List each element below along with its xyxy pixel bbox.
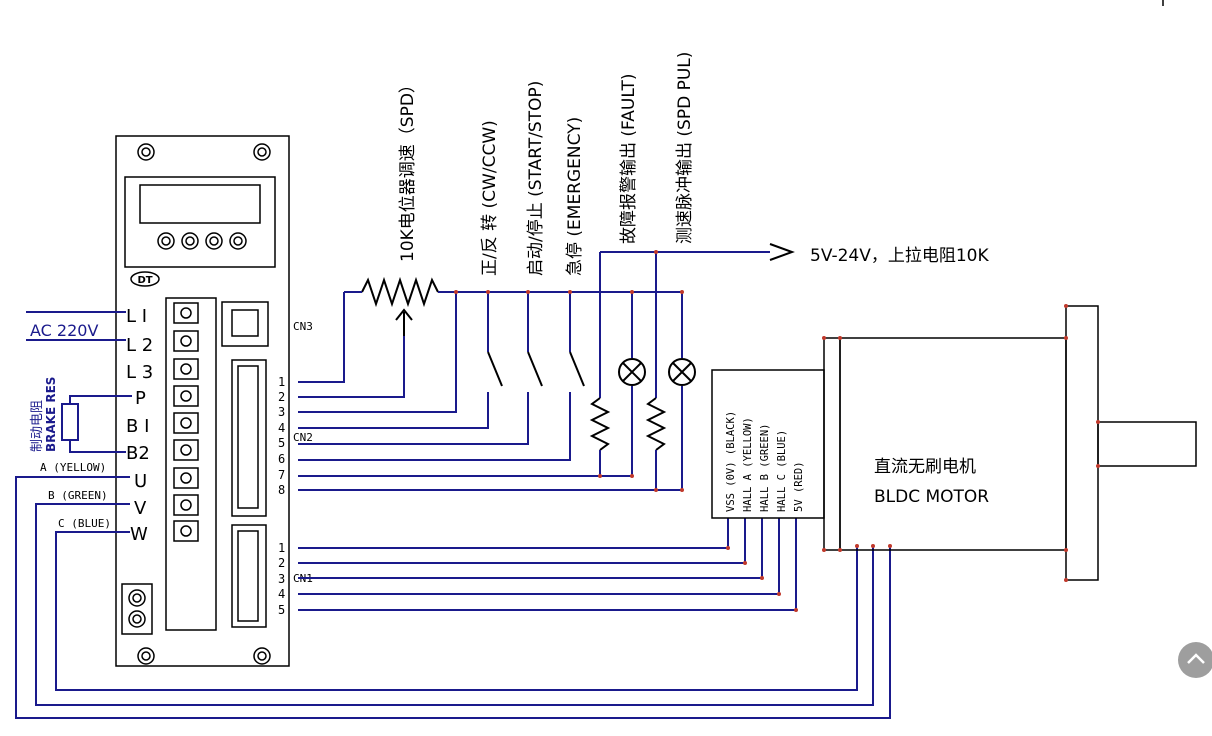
hall-label-1: VSS (0V) (BLACK) <box>725 411 737 512</box>
junction-nodes <box>454 250 1100 612</box>
driver-unit: DT <box>115 135 290 667</box>
hall-label-2: HALL A (YELLOW) <box>742 417 754 512</box>
cn2-label: CN2 <box>293 431 313 444</box>
fault-lamp <box>618 292 646 476</box>
motor-name-en: BLDC MOTOR <box>874 487 989 507</box>
cn2-pin-1: 1 <box>278 375 285 389</box>
cn1-pin-1: 1 <box>278 541 285 555</box>
phase-w-label: C (BLUE) <box>58 517 111 530</box>
label-spd: 10K电位器调速（SPD） <box>398 76 418 262</box>
label-start: 启动/停止 (START/STOP) <box>526 81 546 276</box>
speed-pulse-lamp <box>668 292 696 490</box>
cn2-pin-7: 7 <box>278 468 285 482</box>
label-emg: 急停 (EMERGENCY) <box>565 117 585 276</box>
bldc-motor <box>823 305 1197 581</box>
signal-labels: 10K电位器调速（SPD） 正/反 转 (CW/CCW) 启动/停止 (STAR… <box>398 52 695 276</box>
terminal-u: U <box>134 471 147 492</box>
cn2-pin-numbers: 123 45 6 78 <box>278 375 285 497</box>
switch-direction <box>298 292 503 429</box>
cn1-pin-3: 3 <box>278 572 285 586</box>
terminal-w: W <box>130 524 148 545</box>
cn2-pin-4: 4 <box>278 421 285 435</box>
brake-res-label-cn: 制动电阻 <box>30 400 45 452</box>
terminal-l3: L 3 <box>126 362 153 383</box>
cn2-pin-8: 8 <box>278 483 285 497</box>
phase-u-label: A (YELLOW) <box>40 461 106 474</box>
brake-resistor <box>61 403 79 441</box>
hall-labels: VSS (0V) (BLACK) HALL A (YELLOW) HALL B (G… <box>725 411 805 512</box>
terminal-labels: L I L 2 L 3 P B I B2 U V W <box>126 306 153 545</box>
brake-res-label-en: BRAKE RES <box>44 377 58 452</box>
label-dir: 正/反 转 (CW/CCW) <box>480 120 500 276</box>
hall-label-4: HALL C (BLUE) <box>776 430 788 512</box>
cn2-pin-5: 5 <box>278 436 285 450</box>
switch-start <box>298 292 543 445</box>
cn1-pin-5: 5 <box>278 603 285 617</box>
cn2-pin-3: 3 <box>278 405 285 419</box>
keypad-buttons <box>157 232 247 250</box>
switch-emergency <box>298 292 585 461</box>
potentiometer <box>344 276 456 336</box>
cn1-pin-2: 2 <box>278 556 285 570</box>
ac-supply-label: AC 220V <box>30 321 98 340</box>
cn2-pin-6: 6 <box>278 452 285 466</box>
chevron-up-icon <box>1187 653 1205 664</box>
pullup-label: 5V-24V，上拉电阻10K <box>810 246 989 266</box>
label-spdpul: 测速脉冲输出 (SPD PUL) <box>675 52 695 244</box>
motor-name-cn: 直流无刷电机 <box>874 457 976 477</box>
driver-logo: DT <box>137 275 152 286</box>
terminal-b2: B2 <box>126 443 150 464</box>
cn1-pin-4: 4 <box>278 587 285 601</box>
cn3-label: CN3 <box>293 320 313 333</box>
scroll-to-top-button[interactable] <box>1178 642 1212 678</box>
cn2-pin-2: 2 <box>278 390 285 404</box>
terminal-b1: B I <box>126 416 149 437</box>
terminal-screws <box>173 302 199 542</box>
label-fault: 故障报警输出 (FAULT) <box>619 74 639 244</box>
hall-label-3: HALL B (GREEN) <box>759 423 771 512</box>
terminal-l2: L 2 <box>126 335 153 356</box>
terminal-v: V <box>134 498 147 519</box>
terminal-l1: L I <box>126 306 147 327</box>
cn1-pin-numbers: 12 34 5 <box>278 541 285 617</box>
terminal-p: P <box>135 388 146 409</box>
phase-v-label: B (GREEN) <box>48 489 108 502</box>
hall-label-5: 5V (RED) <box>793 461 805 512</box>
